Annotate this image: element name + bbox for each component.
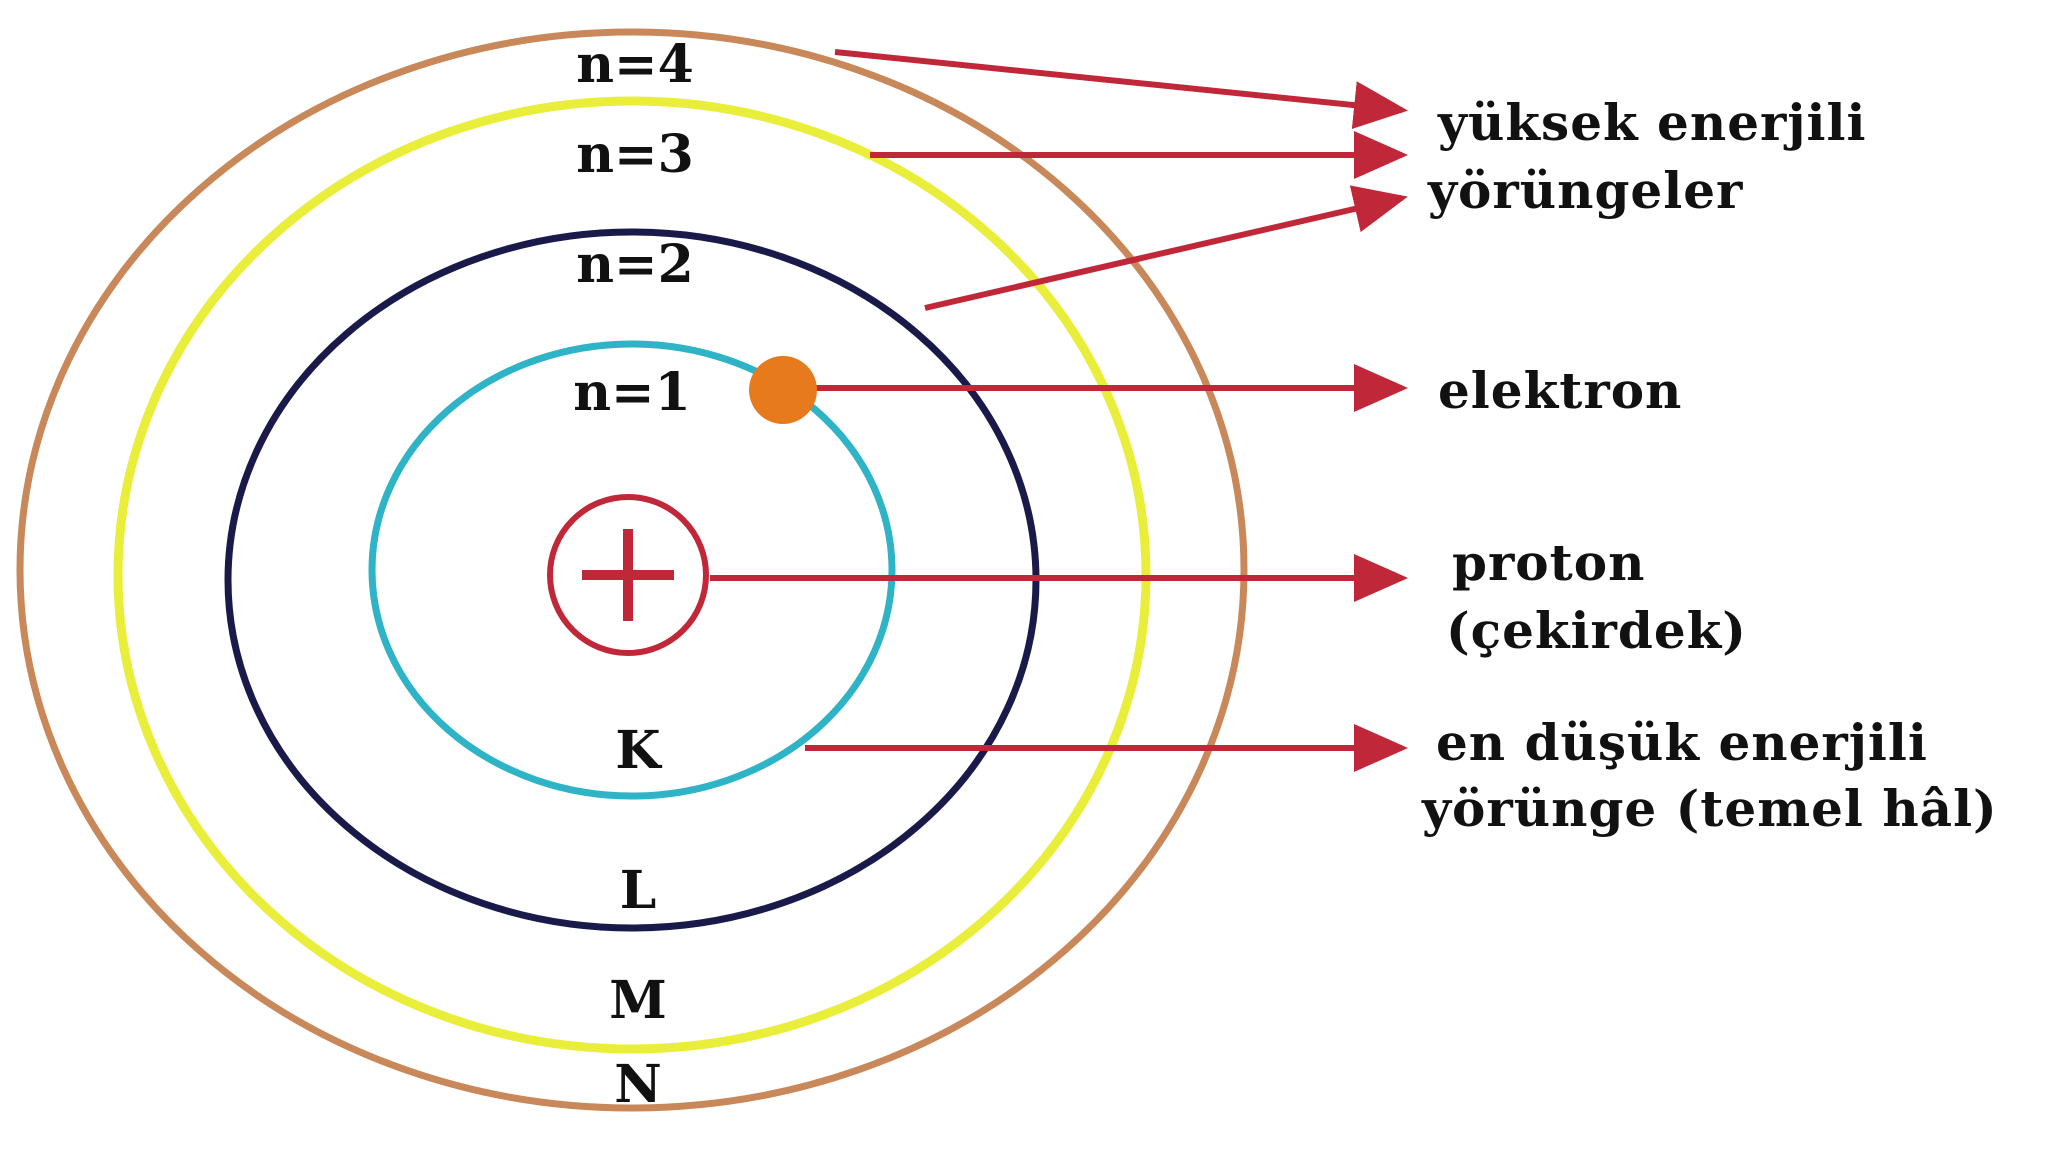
orbit-label-n3: n=3 [576, 124, 694, 185]
label-high-energy-line2: yörüngeler [1427, 161, 1743, 220]
arrow-n4-to-high-energy [834, 49, 1408, 129]
label-ground-line1: en düşük enerjili [1436, 713, 1928, 772]
shell-letter-k: K [615, 720, 662, 781]
shell-letter-m: M [609, 970, 667, 1031]
orbit-label-n4: n=4 [576, 34, 694, 95]
nucleus-plus-icon [547, 494, 709, 656]
label-proton-line1: proton [1452, 533, 1645, 592]
label-proton-line2: (çekirdek) [1446, 601, 1747, 660]
orbit-label-n2: n=2 [576, 234, 694, 295]
label-electron: elektron [1438, 361, 1682, 420]
orbit-n4 [16, 28, 1248, 1112]
shell-letter-n: N [614, 1054, 662, 1115]
label-high-energy-line1: yüksek enerjili [1437, 93, 1866, 152]
shell-letter-l: L [620, 860, 657, 921]
label-ground-line2: yörünge (temel hâl) [1421, 779, 1998, 838]
electron-dot-icon [749, 356, 817, 424]
orbit-label-n1: n=1 [573, 362, 691, 423]
orbit-n1 [368, 340, 896, 800]
arrow-n2-to-high-energy [924, 185, 1408, 311]
